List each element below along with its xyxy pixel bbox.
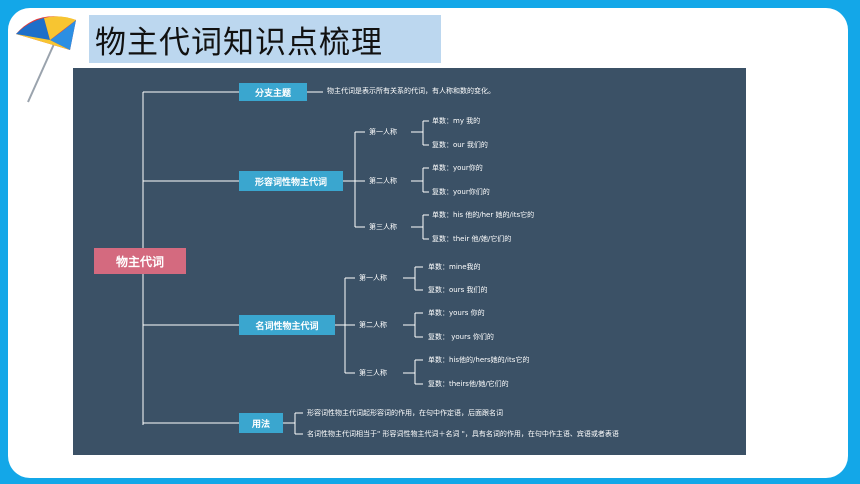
topic-description: 物主代词是表示所有关系的代词，有人称和数的变化。 bbox=[327, 87, 495, 95]
beach-umbrella-icon bbox=[16, 16, 76, 103]
adj-first-singular: 单数：my 我的 bbox=[432, 117, 481, 125]
noun-third-singular: 单数：his他的/hers她的/its它的 bbox=[428, 356, 530, 364]
noun-third-plural: 复数：theirs他/她/它们的 bbox=[428, 380, 509, 388]
adj-first-person: 第一人称 bbox=[369, 128, 397, 136]
root-node: 物主代词 bbox=[94, 248, 186, 274]
adj-first-plural: 复数：our 我们的 bbox=[432, 141, 488, 149]
adj-third-singular: 单数：his 他的/her 她的/its它的 bbox=[432, 211, 535, 219]
adj-third-plural: 复数：their 他/她/它们的 bbox=[432, 235, 512, 243]
adjective-pronoun-node: 形容词性物主代词 bbox=[239, 171, 343, 191]
adj-second-plural: 复数：your你们的 bbox=[432, 188, 490, 196]
adj-second-singular: 单数：your你的 bbox=[432, 164, 483, 172]
adj-second-person: 第二人称 bbox=[369, 177, 397, 185]
noun-first-person: 第一人称 bbox=[359, 274, 387, 282]
noun-second-plural: 复数： yours 你们的 bbox=[428, 333, 494, 341]
title-background bbox=[89, 15, 441, 63]
noun-third-person: 第三人称 bbox=[359, 369, 387, 377]
noun-second-person: 第二人称 bbox=[359, 321, 387, 329]
mindmap-panel: 物主代词 分支主题 物主代词是表示所有关系的代词，有人称和数的变化。 形容词性物… bbox=[73, 68, 746, 455]
adj-third-person: 第三人称 bbox=[369, 223, 397, 231]
noun-first-plural: 复数：ours 我们的 bbox=[428, 286, 488, 294]
noun-first-singular: 单数：mine我的 bbox=[428, 263, 481, 271]
usage-line-2: 名词性物主代词相当于" 形容词性物主代词＋名词 "，具有名词的作用，在句中作主语… bbox=[307, 430, 619, 438]
page-title: 物主代词知识点梳理 bbox=[95, 25, 383, 61]
usage-line-1: 形容词性物主代词起形容词的作用，在句中作定语，后面跟名词 bbox=[307, 409, 503, 417]
topic-node: 分支主题 bbox=[239, 83, 307, 101]
noun-second-singular: 单数：yours 你的 bbox=[428, 309, 485, 317]
usage-node: 用法 bbox=[239, 413, 283, 433]
noun-pronoun-node: 名词性物主代词 bbox=[239, 315, 335, 335]
